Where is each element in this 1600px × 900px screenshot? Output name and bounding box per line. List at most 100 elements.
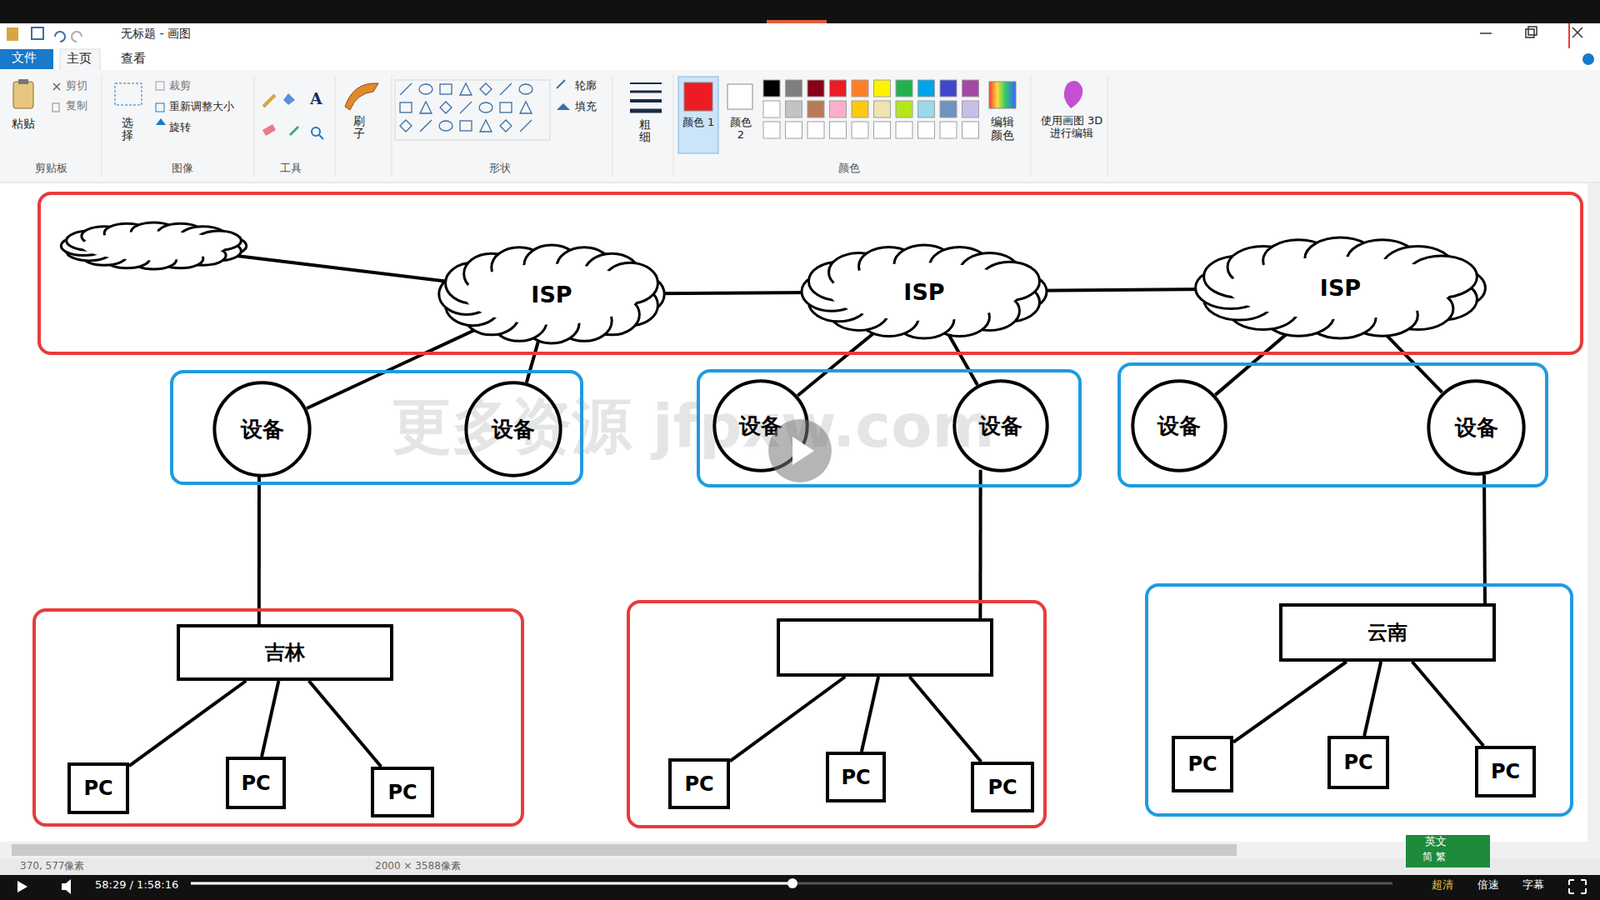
palette-swatch: [807, 100, 825, 118]
node-label: PC: [83, 776, 113, 800]
link-line: [1364, 661, 1381, 736]
link-line: [797, 328, 880, 395]
size-icon: [630, 83, 662, 111]
ui-label: 颜色: [838, 162, 860, 175]
palette-swatch: [895, 121, 913, 139]
device-circle: 设备: [952, 379, 1050, 473]
ui-label: 主页: [66, 51, 92, 66]
link-line: [1380, 329, 1442, 393]
file-tab: [0, 49, 54, 70]
group-separators: [101, 75, 1108, 177]
link-line: [309, 680, 382, 767]
site-box: PC: [225, 756, 286, 810]
palette-swatch: [918, 121, 935, 139]
ui-label: 颜色 1: [679, 116, 718, 130]
palette-swatch: [830, 100, 847, 118]
link-line: [861, 676, 879, 752]
node-label: PC: [1343, 750, 1373, 775]
video-bar: [0, 875, 1600, 900]
node-label: PC: [684, 772, 714, 796]
ui-label: 超清: [1431, 879, 1454, 892]
palette-swatch: [785, 100, 803, 118]
node-label: 设备: [1455, 413, 1499, 443]
site-box: PC: [1475, 745, 1536, 798]
group-frame: 云南PCPCPC: [1145, 583, 1574, 817]
node-label: 设备: [739, 411, 783, 441]
site-box: PC: [668, 758, 730, 810]
palette-swatch: [962, 100, 980, 118]
palette-swatch: [851, 80, 869, 97]
redo-icon: [71, 31, 82, 42]
ui-label: 查看: [120, 51, 146, 66]
site-box: PC: [370, 766, 435, 818]
progress-knob: [787, 878, 798, 889]
site-box: [776, 618, 994, 677]
node-label: 设备: [240, 415, 285, 445]
link-line: [261, 680, 279, 757]
clipboard-icons: [13, 79, 60, 112]
group-frame: PCPCPC: [626, 600, 1047, 829]
link-line: [257, 476, 261, 625]
ui-label: 剪切: [65, 80, 88, 93]
group-frame: 设备设备: [1117, 362, 1549, 488]
ui-label: 文件: [11, 50, 37, 65]
palette-swatch: [851, 100, 869, 118]
node-label: PC: [240, 771, 270, 795]
node-label: PC: [987, 775, 1017, 800]
volume-icon: [61, 879, 71, 895]
ui-label: 简 繁: [1422, 851, 1446, 864]
link-line: [652, 292, 815, 294]
site-box: PC: [1327, 735, 1390, 790]
link-line: [129, 680, 246, 766]
ribbon-edge: [0, 182, 1600, 184]
shape-gallery-frame: [395, 80, 550, 140]
palette-swatch: [940, 100, 957, 118]
node-label: 设备: [979, 411, 1023, 441]
node-label: ISP: [1320, 275, 1361, 301]
color2-swatch: [727, 84, 753, 110]
node-label: ISP: [530, 281, 572, 308]
watermark: 更多资源 jfpxw.com: [391, 391, 995, 461]
cloud-outline: [59, 221, 249, 270]
ui-label: 工具: [280, 162, 302, 175]
status-bar: [0, 858, 1600, 875]
isp-cloud: ISP: [436, 243, 667, 345]
ui-label: A: [310, 90, 323, 109]
brush-icon: [345, 83, 379, 110]
group-frame: ISP ISP ISP: [37, 191, 1584, 355]
palette-swatch: [874, 121, 891, 139]
link-line: [1034, 289, 1210, 291]
top-marker: [766, 20, 827, 24]
ui-label: 刷子: [353, 115, 365, 141]
palette-swatch: [918, 80, 935, 97]
color1-swatch: [684, 82, 713, 111]
link-line: [730, 676, 845, 761]
node-label: 吉林: [265, 639, 305, 666]
window-controls: [1480, 26, 1583, 38]
link-line: [978, 470, 982, 619]
isp-cloud: ISP: [799, 243, 1050, 340]
ui-label: 编辑颜色: [990, 115, 1015, 142]
ui-label: 倍速: [1477, 879, 1500, 892]
site-box: 吉林: [176, 624, 394, 681]
palette-swatch: [763, 80, 780, 97]
device-circle: 设备: [1426, 379, 1526, 476]
palette-swatch: [940, 80, 957, 97]
color1-selected: [678, 76, 719, 154]
ui-label: 粗细: [639, 118, 651, 145]
group-frame: 设备 设备: [696, 369, 1082, 488]
ui-label: 图像: [171, 162, 194, 175]
palette-swatch: [763, 121, 780, 139]
top-strip: [0, 0, 1600, 24]
palette: [763, 80, 980, 139]
ui-label: 英文: [1425, 835, 1447, 849]
palette-swatch: [895, 80, 913, 97]
edit-colors-icon: [989, 81, 1016, 109]
link-line: [228, 255, 455, 283]
ui-label: 使用画图 3D 进行编辑: [1038, 115, 1105, 140]
shape-gallery: [400, 83, 533, 132]
node-label: PC: [1187, 752, 1217, 776]
ui-label: 复制: [65, 100, 88, 113]
canvas: [0, 183, 1600, 842]
ui-label: 58:29 / 1:58:16: [95, 879, 179, 892]
